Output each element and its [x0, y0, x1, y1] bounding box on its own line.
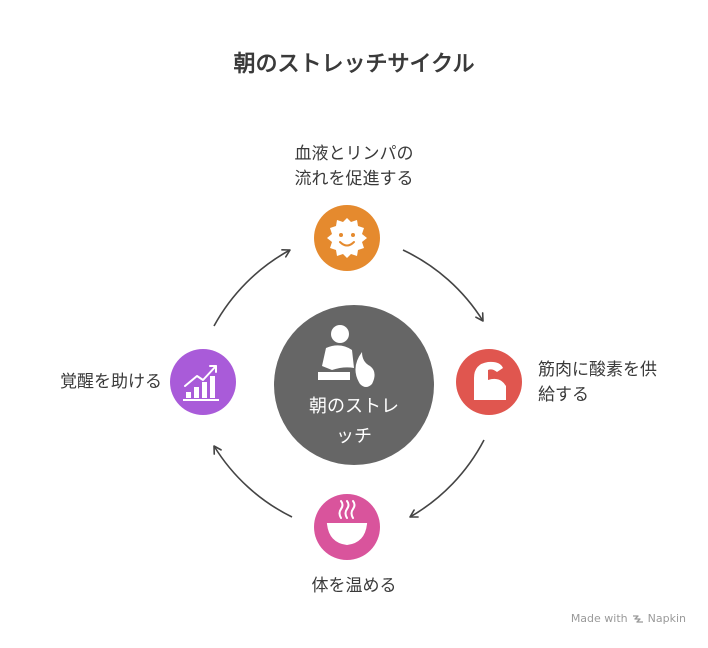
step-label-2-line1: 筋肉に酸素を供: [538, 360, 657, 380]
arrow-bottom-to-left: [213, 445, 293, 518]
footer-brand: Napkin: [647, 612, 686, 625]
step-label-3-line1: 体を温める: [311, 576, 397, 596]
center-label: 朝のストレ ッチ: [276, 392, 432, 452]
napkin-logo-icon: [632, 614, 643, 623]
step-label-1-line2: 流れを促進する: [294, 169, 414, 189]
growth-chart-icon: [183, 365, 219, 401]
step-label-2: 筋肉に酸素を供 給する: [538, 358, 698, 408]
arrow-left-to-top: [213, 249, 291, 327]
hot-bowl-icon: [326, 500, 368, 546]
arrow-top-to-right: [402, 249, 484, 322]
smiley-sun-icon: [327, 218, 367, 258]
step-label-4: 覚醒を助ける: [14, 370, 162, 395]
arrow-right-to-bottom: [409, 439, 485, 518]
step-label-2-line2: 給する: [538, 385, 589, 405]
center-circle: [274, 305, 434, 465]
flexed-arm-icon: [474, 361, 506, 400]
stretch-person-flame-icon: [318, 325, 375, 387]
step-label-1-line1: 血液とリンパの: [294, 144, 414, 164]
footer-text: Made with: [570, 612, 628, 625]
center-label-line1: 朝のストレ: [309, 396, 399, 417]
diagram-title: 朝のストレッチサイクル: [233, 52, 475, 77]
step-label-1: 血液とリンパの 流れを促進する: [254, 142, 454, 192]
center-label-line2: ッチ: [336, 426, 372, 447]
step-label-4-line1: 覚醒を助ける: [60, 372, 162, 392]
footer-attribution[interactable]: Made with Napkin: [571, 612, 686, 625]
step-label-3: 体を温める: [254, 574, 454, 599]
